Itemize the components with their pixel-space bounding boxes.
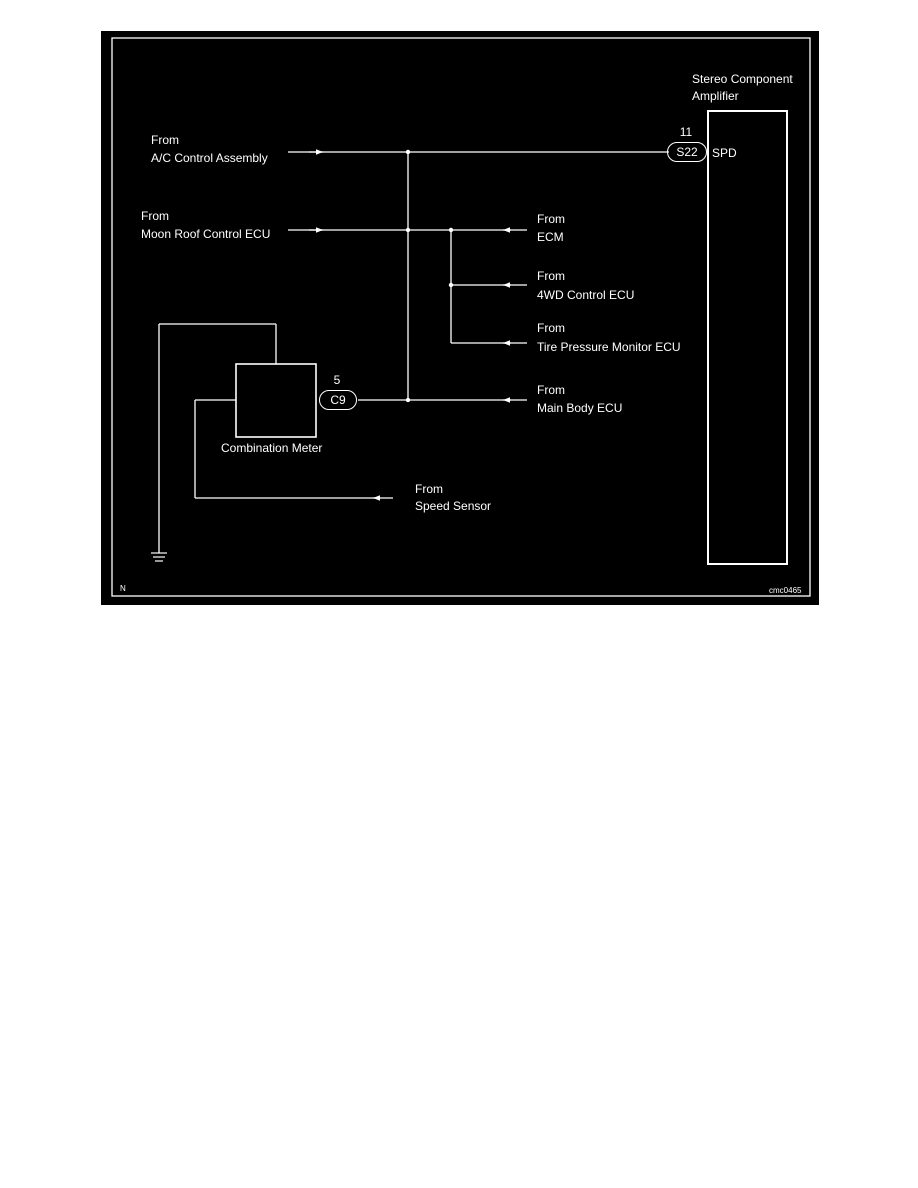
junction-dot [405,397,411,403]
combination-meter-box [235,363,317,438]
junction-dot [405,227,411,233]
source-4wd-from: From [537,269,565,283]
connector-s22: S22 [667,142,707,162]
source-moonroof-from: From [141,209,169,223]
source-ecm-name: ECM [537,230,564,244]
combination-meter-label: Combination Meter [221,441,323,455]
ground-icon [151,552,167,562]
source-mainbody-name: Main Body ECU [537,401,623,415]
source-ac-from: From [151,133,179,147]
connector-c9: C9 [319,390,357,410]
source-ac-name: A/C Control Assembly [151,151,268,165]
corner-label-left: N [120,584,126,593]
frame-border [111,37,811,597]
amplifier-title-line1: Stereo Component [692,72,793,86]
source-ecm-from: From [537,212,565,226]
junction-dot [448,227,454,233]
wiring-diagram: Stereo Component Amplifier SPD 11 S22 5 … [101,31,819,605]
source-tpms-name: Tire Pressure Monitor ECU [537,340,681,354]
corner-label-right: cmc0465 [769,586,802,595]
source-mainbody-from: From [537,383,565,397]
spd-pin-label: SPD [712,146,737,160]
s22-pin-number: 11 [679,125,693,139]
source-4wd-name: 4WD Control ECU [537,288,635,302]
source-speed-from: From [415,482,443,496]
source-moonroof-name: Moon Roof Control ECU [141,227,271,241]
source-tpms-from: From [537,321,565,335]
junction-dot [448,282,454,288]
amplifier-box [707,110,788,565]
source-speed-name: Speed Sensor [415,499,492,513]
amplifier-title-line2: Amplifier [692,89,739,103]
c9-pin-number: 5 [333,373,341,387]
wiring-lines [111,37,811,597]
junction-dot [405,149,411,155]
